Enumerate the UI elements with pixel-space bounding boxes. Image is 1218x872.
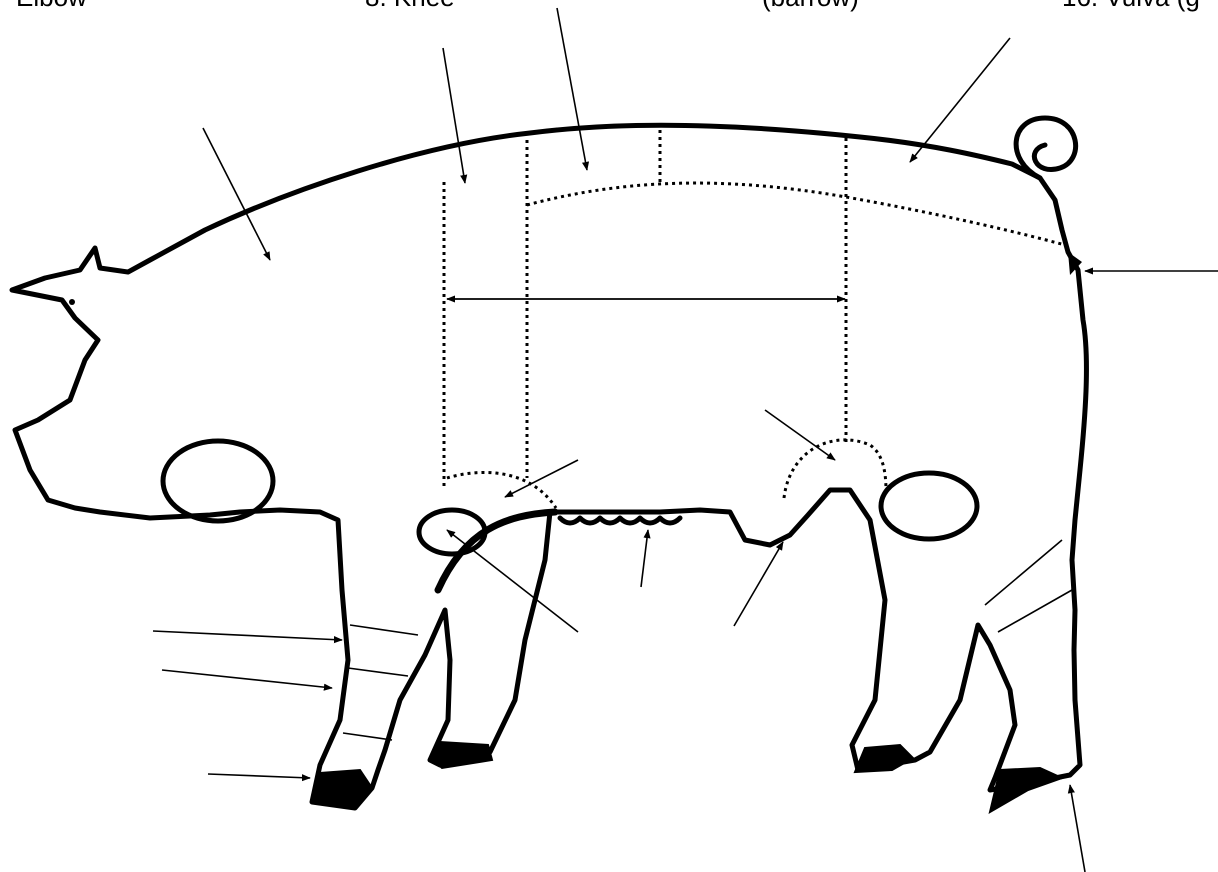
elbow-oval bbox=[419, 510, 485, 554]
arrow-elbow bbox=[447, 530, 578, 632]
arrow-knee bbox=[153, 631, 342, 640]
underline-thick bbox=[438, 512, 555, 590]
arrow-back bbox=[443, 48, 465, 183]
pig-tail bbox=[1016, 118, 1076, 178]
hock-line-1 bbox=[985, 540, 1062, 605]
dotted-loin-curve bbox=[527, 183, 1065, 245]
leg-band-3 bbox=[343, 733, 392, 740]
leg-band-2 bbox=[348, 668, 408, 676]
arrow-flank bbox=[765, 410, 835, 460]
hoof-front-right bbox=[433, 742, 492, 768]
dotted-elbow-arc bbox=[447, 472, 556, 508]
arrow-loin bbox=[557, 8, 587, 170]
shoulder-oval bbox=[163, 441, 273, 521]
arrow-hoof bbox=[208, 774, 310, 778]
leg-band-1 bbox=[350, 625, 418, 635]
arrow-pastern bbox=[162, 670, 332, 688]
arrow-teats bbox=[641, 530, 648, 587]
arrow-dewclaw bbox=[1070, 785, 1085, 872]
stifle-oval bbox=[881, 473, 977, 539]
teats bbox=[560, 518, 680, 523]
pig-eye bbox=[69, 299, 75, 305]
arrow-shoulder-top bbox=[203, 128, 270, 260]
hock-line-2 bbox=[998, 590, 1072, 632]
arrow-rump bbox=[910, 38, 1010, 162]
arrow-belly bbox=[734, 542, 783, 626]
hoof-rear-right bbox=[990, 768, 1062, 812]
pig-outline bbox=[12, 125, 1086, 808]
hoof-rear-left bbox=[855, 745, 913, 772]
